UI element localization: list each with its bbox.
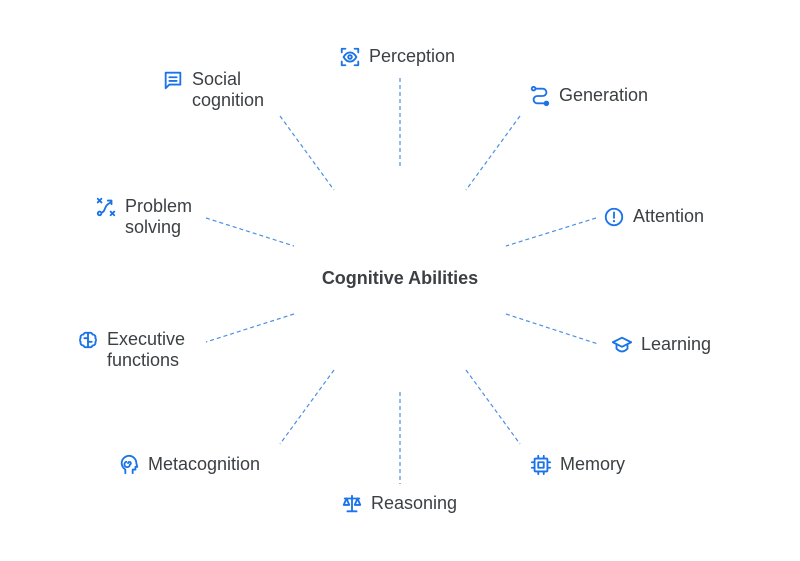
- connector-metacognition: [279, 369, 335, 445]
- node-learning: Learning: [611, 334, 711, 356]
- eye-scan-icon: [340, 47, 360, 67]
- balance-scale-icon: [342, 494, 362, 513]
- node-label: Generation: [559, 85, 649, 105]
- head-spiral-icon: [120, 454, 139, 475]
- node-label: Memory: [560, 454, 626, 474]
- connector-executive: [205, 313, 295, 343]
- node-label: Executive functions: [107, 329, 186, 370]
- connector-generation: [465, 115, 521, 191]
- route-icon: [530, 85, 550, 107]
- connector-memory: [465, 369, 521, 445]
- connector-attention: [505, 217, 597, 247]
- node-label: Reasoning: [371, 493, 458, 513]
- node-social-cognition: Social cognition: [162, 69, 264, 111]
- node-attention: Attention: [603, 206, 704, 228]
- path-cross-icon: [96, 197, 116, 217]
- node-generation: Generation: [529, 85, 648, 107]
- connector-problem: [205, 217, 295, 247]
- chip-icon: [530, 454, 552, 476]
- node-executive-functions: Executive functions: [77, 329, 185, 371]
- chat-icon: [164, 71, 182, 90]
- node-label: Attention: [633, 206, 705, 226]
- node-memory: Memory: [530, 454, 625, 476]
- exclamation-circle-icon: [604, 207, 624, 227]
- connector-learning: [505, 313, 599, 345]
- brain-icon: [79, 331, 97, 349]
- node-problem-solving: Problem solving: [95, 196, 192, 238]
- graduation-cap-icon: [611, 336, 633, 353]
- node-label: Learning: [641, 334, 712, 354]
- central-topic-title: Cognitive Abilities: [321, 268, 479, 288]
- node-label: Social cognition: [192, 69, 265, 110]
- node-label: Perception: [369, 46, 456, 66]
- node-perception: Perception: [339, 46, 455, 68]
- node-metacognition: Metacognition: [118, 454, 260, 476]
- node-label: Metacognition: [148, 454, 261, 474]
- node-label: Problem solving: [125, 196, 193, 237]
- connector-social: [279, 115, 335, 191]
- node-reasoning: Reasoning: [341, 493, 457, 515]
